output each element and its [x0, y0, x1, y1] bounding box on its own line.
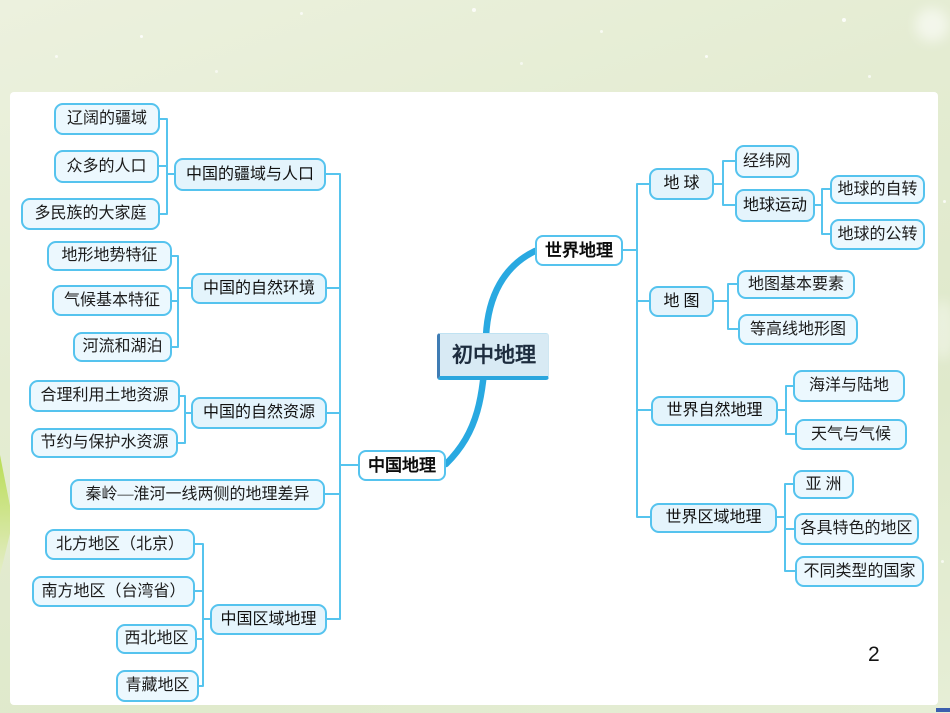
resources-group-rail: [176, 395, 192, 444]
node-water-resources: 节约与保护水资源: [31, 428, 178, 458]
node-earth: 地 球: [649, 168, 714, 200]
node-asia: 亚 洲: [793, 470, 854, 499]
node-terrain-features: 地形地势特征: [47, 241, 172, 271]
node-climate-features: 气候基本特征: [52, 285, 172, 316]
node-contour-topographic-map: 等高线地形图: [738, 314, 858, 345]
node-distinctive-regions: 各具特色的地区: [794, 513, 919, 545]
physical-group-rail: [777, 385, 796, 435]
node-earth-movement: 地球运动: [735, 189, 815, 222]
page-number: 2: [868, 643, 880, 666]
snow-dot: [941, 560, 944, 563]
node-map: 地 图: [649, 286, 714, 317]
map-group-rail: [713, 283, 739, 330]
node-china-natural-environment: 中国的自然环境: [191, 273, 327, 304]
node-multiethnic-family: 多民族的大家庭: [21, 198, 160, 230]
node-china-territory-population: 中国的疆域与人口: [174, 158, 326, 191]
node-country-types: 不同类型的国家: [795, 556, 924, 587]
snow-dot: [472, 8, 476, 12]
environment-group-rail: [170, 255, 192, 348]
node-oceans-continents: 海洋与陆地: [793, 370, 905, 402]
china-main-rail: [324, 173, 359, 620]
snow-dot: [600, 30, 603, 33]
world-regional-group-rail: [776, 483, 796, 572]
snowflake-blur-decoration: [915, 8, 949, 42]
node-world-physical-geography: 世界自然地理: [651, 396, 778, 426]
snow-dot: [842, 18, 846, 22]
node-root-junior-geography: 初中地理: [437, 333, 549, 380]
node-land-resources: 合理利用土地资源: [29, 380, 180, 412]
snow-dot: [300, 12, 303, 15]
node-rivers-lakes: 河流和湖泊: [73, 332, 172, 362]
node-northern-region: 北方地区（北京）: [45, 529, 195, 560]
node-qinling-huaihe-divide: 秦岭—淮河一线两侧的地理差异: [70, 479, 325, 510]
node-world-regional-geography: 世界区域地理: [650, 503, 777, 533]
node-large-population: 众多的人口: [54, 150, 159, 183]
snow-dot: [55, 55, 58, 58]
node-weather-climate: 天气与气候: [795, 419, 907, 450]
snow-dot: [140, 35, 143, 38]
node-map-basic-elements: 地图基本要素: [737, 270, 855, 299]
corner-mark-decoration: [936, 708, 950, 712]
node-earth-revolution: 地球的公转: [830, 219, 925, 250]
node-china-regional-geography: 中国区域地理: [210, 604, 327, 635]
snow-dot: [868, 75, 871, 78]
world-main-rail: [622, 183, 652, 518]
node-southern-region: 南方地区（台湾省）: [32, 576, 195, 607]
territory-group-rail: [157, 118, 175, 215]
node-northwest-region: 西北地区: [116, 624, 197, 654]
regional-group-rail: [193, 543, 211, 687]
node-vast-territory: 辽阔的疆域: [54, 103, 160, 135]
snow-dot: [215, 70, 218, 73]
snow-dot: [520, 62, 523, 65]
snow-dot: [943, 200, 946, 203]
node-world-geography: 世界地理: [535, 235, 623, 266]
earth-group-rail: [713, 160, 736, 206]
node-earth-rotation: 地球的自转: [830, 175, 925, 204]
earth-movement-group-rail: [814, 188, 831, 235]
node-china-natural-resources: 中国的自然资源: [191, 397, 327, 429]
snow-dot: [705, 55, 708, 58]
node-china-geography: 中国地理: [358, 450, 446, 481]
node-qinghai-tibet-region: 青藏地区: [116, 670, 199, 702]
node-graticule: 经纬网: [735, 145, 799, 178]
